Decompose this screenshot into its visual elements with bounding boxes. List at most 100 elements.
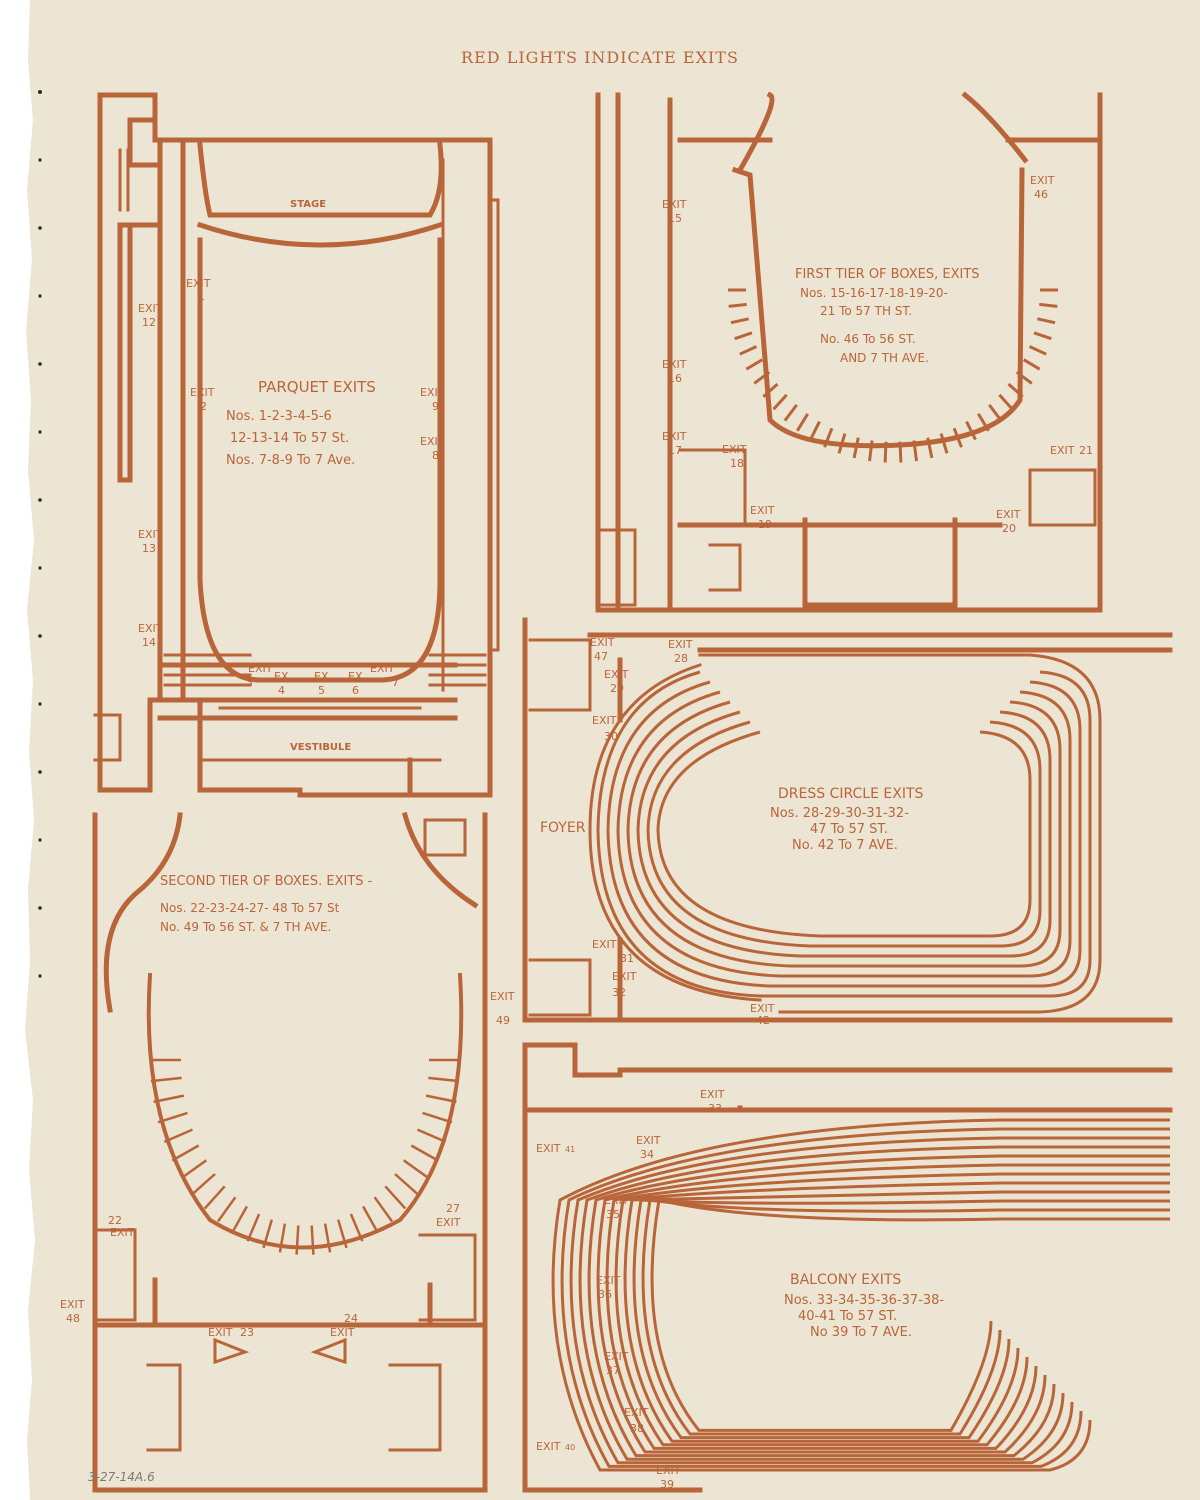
exit-number-37: 37 xyxy=(606,1364,620,1377)
box-partition xyxy=(753,370,771,385)
ex-word: EX xyxy=(348,670,363,683)
balcony-row xyxy=(578,1145,1170,1461)
exit-number-38: 38 xyxy=(630,1422,644,1435)
exit-word: EXIT xyxy=(700,1088,725,1101)
second-tier-plan xyxy=(92,811,488,1493)
exit-number-35: 35 xyxy=(606,1208,620,1221)
box-partition xyxy=(912,440,918,462)
vestibule-label: VESTIBULE xyxy=(290,742,351,753)
exit-word: EXIT xyxy=(590,636,615,649)
exit-word: EXIT xyxy=(536,1142,561,1155)
balcony-row xyxy=(605,1172,1170,1450)
balcony-legend-line: No 39 To 7 AVE. xyxy=(810,1325,912,1340)
balcony-legend-line: 40-41 To 57 ST. xyxy=(798,1309,897,1324)
dress-circle-legend-line: 47 To 57 ST. xyxy=(810,822,888,837)
exit-number-21: 21 xyxy=(1079,444,1093,457)
page-title: RED LIGHTS INDICATE EXITS xyxy=(461,48,739,67)
parquet-legend-title: PARQUET EXITS xyxy=(258,378,376,396)
exit-number-24: 24 xyxy=(344,1312,358,1325)
box-partition xyxy=(422,1111,453,1124)
box-partition xyxy=(163,1128,193,1144)
first-tier-legend-line: No. 46 To 56 ST. xyxy=(820,332,916,346)
box-partition xyxy=(1036,317,1056,325)
dress-circle-row xyxy=(606,680,1082,988)
first-tier-legend-line: Nos. 15-16-17-18-19-20- xyxy=(800,286,948,300)
exit-number-29: 29 xyxy=(610,682,624,695)
exit-word: EXIT xyxy=(138,302,163,315)
second-tier-legend-line: Nos. 22-23-24-27- 48 To 57 St xyxy=(160,901,340,915)
exit-word: EXIT xyxy=(750,504,775,517)
balcony-row xyxy=(569,1136,1170,1465)
box-partition xyxy=(939,433,949,454)
ex-word: EX xyxy=(274,670,289,683)
exit-number-36: 36 xyxy=(598,1288,612,1301)
exit-number-20: 20 xyxy=(1002,522,1016,535)
exit-word: EXIT xyxy=(604,1194,629,1207)
box-partition xyxy=(868,440,874,462)
box-partition xyxy=(157,1111,188,1124)
exit-number-28: 28 xyxy=(674,652,688,665)
box-partition xyxy=(278,1223,287,1253)
exit-word: EXIT xyxy=(662,358,687,371)
exit-number-22: 22 xyxy=(108,1214,122,1227)
box-partition xyxy=(425,1094,457,1104)
box-partition xyxy=(1033,331,1052,341)
box-partition xyxy=(1028,345,1047,356)
dress-circle-row xyxy=(656,730,1032,938)
exit-number-8: 8 xyxy=(432,449,439,462)
exit-word: EXIT xyxy=(668,638,693,651)
exit-word: EXIT xyxy=(190,386,215,399)
balcony-row xyxy=(587,1154,1170,1458)
exit-number-16: 16 xyxy=(668,372,682,385)
box-partition xyxy=(823,427,834,448)
box-partition xyxy=(362,1205,379,1233)
exit-number-13: 13 xyxy=(142,542,156,555)
balcony-plan xyxy=(522,1042,1173,1493)
box-partition xyxy=(231,1205,248,1233)
exit-word: EXIT xyxy=(370,662,395,675)
box-partition xyxy=(1007,382,1024,398)
exit-number-27: 27 xyxy=(446,1202,460,1215)
exit-word: EXIT xyxy=(722,443,747,456)
dress-circle-row xyxy=(636,710,1052,958)
exit-word: EXIT xyxy=(186,277,211,290)
exit-number-41: 41 xyxy=(565,1145,575,1154)
exit-number-17: 17 xyxy=(668,444,682,457)
dress-circle-row xyxy=(626,700,1062,968)
first-tier-legend-line: AND 7 TH AVE. xyxy=(840,351,929,365)
exit-number-18: 18 xyxy=(730,457,744,470)
parquet-plan xyxy=(93,92,500,798)
dress-circle-plan xyxy=(522,617,1173,1023)
exit-word: EXIT xyxy=(662,430,687,443)
box-partition xyxy=(428,1076,460,1083)
box-partition xyxy=(417,1128,447,1144)
balcony-rows xyxy=(551,1118,1170,1472)
exit-word: EXIT xyxy=(612,970,637,983)
parquet-legend-line: Nos. 7-8-9 To 7 Ave. xyxy=(226,453,355,468)
exit-number-9: 9 xyxy=(432,400,439,413)
box-partition xyxy=(180,1159,208,1180)
box-partition xyxy=(191,1173,216,1196)
box-partition xyxy=(394,1173,419,1196)
box-partition xyxy=(783,403,798,422)
exit-number-34: 34 xyxy=(640,1148,654,1161)
box-partition xyxy=(977,413,990,432)
box-partition xyxy=(837,433,847,454)
exit-word: EXIT xyxy=(208,1326,233,1339)
box-partition xyxy=(171,1144,200,1162)
box-partition xyxy=(310,1225,315,1255)
exit-number-2: 2 xyxy=(200,400,207,413)
box-partition xyxy=(384,1185,407,1210)
balcony-row xyxy=(614,1181,1170,1447)
exit-number-33: 33 xyxy=(708,1102,722,1115)
exit-word: EXIT xyxy=(624,1406,649,1419)
exit-number-6: 6 xyxy=(352,684,359,697)
exit-word: EXIT xyxy=(110,1226,135,1239)
parquet-legend-line: Nos. 1-2-3-4-5-6 xyxy=(226,409,332,424)
first-tier-legend-line: 21 To 57 TH ST. xyxy=(820,304,912,318)
exit-word: EXIT xyxy=(750,1002,775,1015)
dress-circle-legend-line: Nos. 28-29-30-31-32- xyxy=(770,806,909,821)
box-partition xyxy=(1015,370,1033,385)
exit-number-1: 1 xyxy=(198,290,205,303)
